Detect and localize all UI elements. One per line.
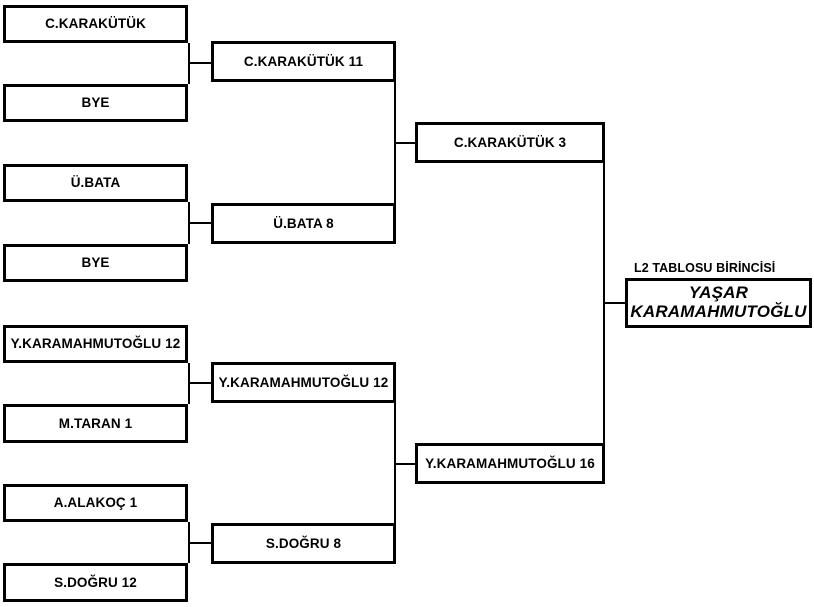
bracket-slot-r2-2[interactable]: Ü.BATA 8 bbox=[211, 203, 396, 244]
bracket-slot-semifinal-2[interactable]: Y.KARAMAHMUTOĞLU 16 bbox=[415, 443, 605, 484]
bracket-slot-champion[interactable]: YAŞAR KARAMAHMUTOĞLU bbox=[625, 278, 812, 328]
bracket-slot-r1-4[interactable]: BYE bbox=[3, 244, 188, 282]
connector-r1-pair3-horizontal bbox=[188, 382, 211, 384]
bracket-slot-r1-5[interactable]: Y.KARAMAHMUTOĞLU 12 bbox=[3, 325, 188, 363]
bracket-slot-r1-6[interactable]: M.TARAN 1 bbox=[3, 404, 188, 443]
bracket-slot-semifinal-1[interactable]: C.KARAKÜTÜK 3 bbox=[415, 122, 605, 163]
connector-r1-pair1-horizontal bbox=[188, 62, 211, 64]
bracket-slot-r1-3[interactable]: Ü.BATA bbox=[3, 164, 188, 202]
bracket-slot-r1-2[interactable]: BYE bbox=[3, 84, 188, 122]
bracket-slot-r2-3[interactable]: Y.KARAMAHMUTOĞLU 12 bbox=[211, 362, 396, 403]
connector-r2-pair2-horizontal bbox=[394, 463, 415, 465]
connector-r1-pair4-horizontal bbox=[188, 542, 211, 544]
connector-r1-pair2-horizontal bbox=[188, 222, 211, 224]
bracket-slot-r1-8[interactable]: S.DOĞRU 12 bbox=[3, 563, 188, 602]
champion-title-label: L2 TABLOSU BİRİNCİSİ bbox=[634, 261, 776, 275]
connector-semifinal-horizontal bbox=[603, 302, 626, 304]
bracket-slot-r2-4[interactable]: S.DOĞRU 8 bbox=[211, 523, 396, 564]
bracket-slot-r1-7[interactable]: A.ALAKOÇ 1 bbox=[3, 484, 188, 522]
bracket-slot-r1-1[interactable]: C.KARAKÜTÜK bbox=[3, 5, 188, 43]
bracket-slot-r2-1[interactable]: C.KARAKÜTÜK 11 bbox=[211, 41, 396, 82]
connector-r2-pair1-horizontal bbox=[394, 142, 415, 144]
